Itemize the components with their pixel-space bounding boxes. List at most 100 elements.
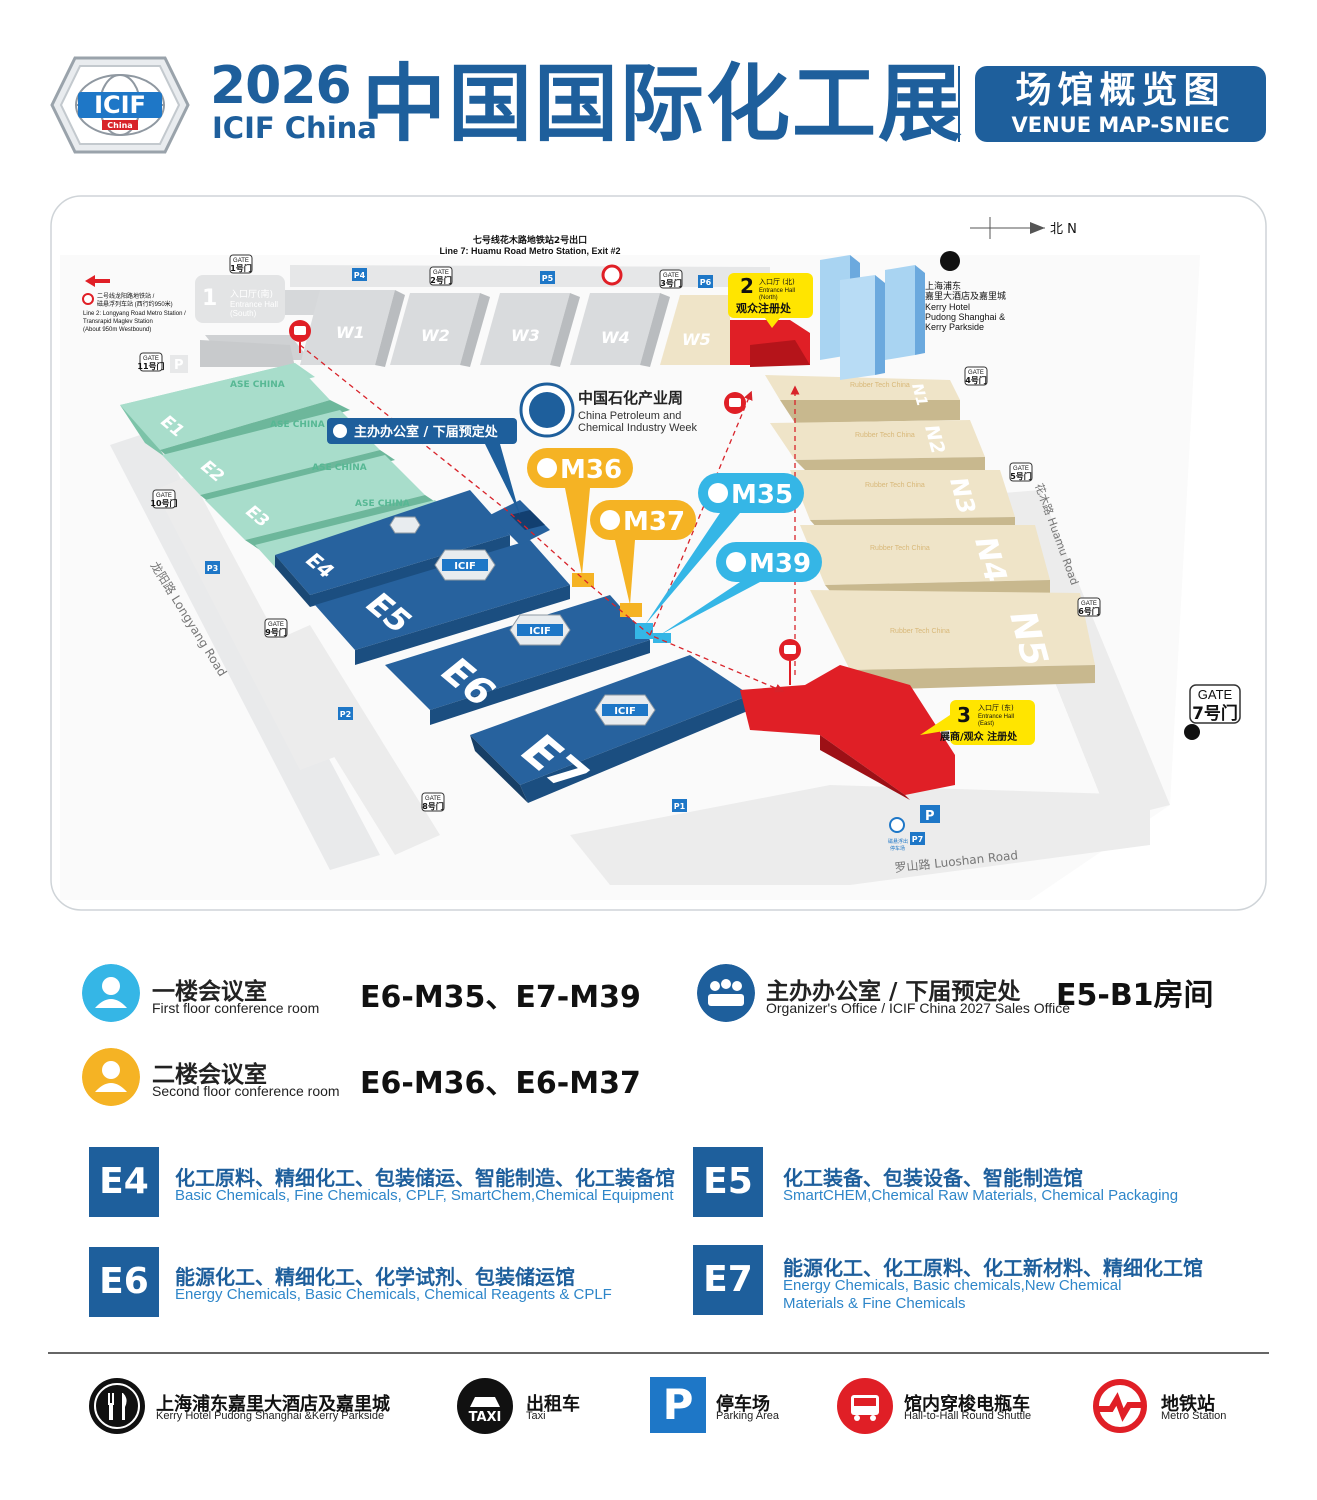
shuttle-pin-icon: [289, 320, 801, 685]
svg-text:W5: W5: [682, 330, 711, 349]
svg-text:P1: P1: [674, 802, 686, 811]
svg-text:GATE: GATE: [968, 370, 984, 376]
svg-text:GATE: GATE: [268, 622, 284, 628]
svg-text:TAXI: TAXI: [469, 1410, 502, 1425]
svg-text:N1: N1: [908, 381, 931, 408]
room-bubble-m35: M35: [645, 473, 804, 625]
badge-en: VENUE MAP-SNIEC: [1011, 113, 1230, 137]
restaurant-icon: [89, 1378, 145, 1434]
svg-text:GATE: GATE: [1013, 466, 1029, 472]
venue-map-svg: W1 W2 W3 W4 W5 1 入口厅(南) Entrance Hall (S…: [50, 195, 1267, 911]
room-bubble-m39: M39: [660, 542, 822, 635]
metro-icon: [601, 264, 623, 286]
svg-text:Entrance Hall: Entrance Hall: [759, 288, 795, 294]
svg-text:(About 950m Westbound): (About 950m Westbound): [83, 327, 151, 333]
parking-p7: P7: [910, 832, 925, 845]
brand-name: ICIF China: [212, 111, 377, 145]
venue-map: W1 W2 W3 W4 W5 1 入口厅(南) Entrance Hall (S…: [50, 195, 1267, 911]
hall-e4-badge: E4: [89, 1147, 159, 1217]
organizer-cn: 主办办公室 / 下届预定处: [766, 979, 1021, 1005]
svg-text:9号门: 9号门: [265, 627, 287, 637]
svg-text:W1: W1: [336, 323, 365, 342]
m37-spot: [620, 603, 642, 617]
logo-text: ICIF: [94, 91, 146, 119]
svg-text:Rubber Tech China: Rubber Tech China: [855, 432, 915, 439]
hall-e6-cn: 能源化工、精细化工、化学试剂、包装储运馆: [175, 1265, 575, 1289]
svg-text:10号门: 10号门: [150, 498, 177, 508]
svg-text:P6: P6: [700, 278, 712, 287]
hall-e7-en-1: Energy Chemicals, Basic chemicals,New Ch…: [783, 1277, 1122, 1294]
svg-text:GATE: GATE: [156, 493, 172, 499]
parking-p4: P4: [352, 268, 367, 281]
icif-hall-badges: ICIF ICIF ICIF: [389, 516, 656, 726]
n-halls: [765, 375, 1095, 690]
parking-icon: P: [650, 1377, 706, 1433]
svg-text:(East): (East): [978, 721, 994, 727]
svg-text:P: P: [174, 358, 184, 373]
svg-text:展商/观众 注册处: 展商/观众 注册处: [940, 730, 1018, 743]
kerry-hotel-towers: [820, 255, 925, 380]
entrance-1-num: 1: [202, 286, 217, 311]
svg-text:W2: W2: [421, 326, 450, 345]
svg-text:P7: P7: [912, 835, 923, 844]
entrance-2-label: [728, 273, 813, 318]
svg-text:GATE: GATE: [663, 273, 679, 279]
svg-text:停车场: 停车场: [890, 845, 905, 852]
taxi-legend-en: Taxi: [526, 1410, 546, 1422]
svg-text:GATE: GATE: [233, 258, 249, 264]
svg-text:2号门: 2号门: [430, 275, 452, 285]
svg-text:GATE: GATE: [425, 796, 441, 802]
svg-text:7号门: 7号门: [1192, 703, 1238, 724]
svg-text:(South): (South): [230, 309, 257, 318]
hall-e4-cn: 化工原料、精细化工、包装储运、智能制造、化工装备馆: [175, 1166, 675, 1190]
svg-text:磁悬浮出: 磁悬浮出: [888, 838, 908, 845]
north-road: [290, 265, 770, 287]
svg-text:ASE CHINA: ASE CHINA: [355, 499, 410, 509]
svg-text:Transrapid Maglev Station: Transrapid Maglev Station: [83, 319, 153, 325]
svg-text:中国石化产业周: 中国石化产业周: [578, 389, 683, 407]
svg-text:M37: M37: [623, 507, 685, 537]
hall-e7-cn: 能源化工、化工原料、化工新材料、精细化工馆: [783, 1256, 1203, 1280]
taxi-icon: TAXI: [457, 1378, 513, 1434]
parking-p6: P6: [698, 275, 713, 288]
svg-text:嘉里大酒店及嘉里城: 嘉里大酒店及嘉里城: [925, 290, 1006, 302]
svg-text:Kerry Hotel: Kerry Hotel: [925, 302, 970, 312]
m35-spot: [635, 623, 653, 639]
svg-text:Chemical Industry Week: Chemical Industry Week: [578, 422, 698, 434]
svg-text:3号门: 3号门: [660, 278, 682, 288]
svg-text:1号门: 1号门: [230, 263, 252, 273]
svg-text:P2: P2: [340, 710, 351, 719]
svg-text:P5: P5: [542, 274, 554, 283]
rubber-marks: Rubber Tech China Rubber Tech China Rubb…: [850, 382, 950, 635]
svg-text:Rubber Tech China: Rubber Tech China: [850, 382, 910, 389]
hall-e6-badge: E6: [89, 1247, 159, 1317]
svg-text:入口厅 (北): 入口厅 (北): [759, 278, 795, 286]
svg-text:Line 7: Huamu Road Metro Stati: Line 7: Huamu Road Metro Station, Exit #…: [439, 246, 620, 256]
svg-text:Rubber Tech China: Rubber Tech China: [870, 545, 930, 552]
svg-text:4号门: 4号门: [965, 375, 987, 385]
svg-text:5号门: 5号门: [1010, 471, 1032, 481]
e-halls-green: [120, 363, 455, 567]
entrance-3-label: [950, 700, 1035, 745]
organizer-callout: [327, 418, 517, 444]
svg-text:ICIF: ICIF: [454, 561, 476, 572]
svg-text:M39: M39: [749, 549, 811, 579]
svg-text:M35: M35: [731, 480, 793, 510]
svg-text:观众注册处: 观众注册处: [736, 301, 792, 315]
parking-p1: P1: [672, 799, 687, 812]
svg-text:Entrance Hall: Entrance Hall: [230, 300, 278, 309]
west-arrow-icon: [85, 275, 95, 287]
second-floor-cn: 二楼会议室: [152, 1062, 267, 1088]
metro-legend-en: Metro Station: [1161, 1410, 1227, 1422]
svg-text:Line 2: Longyang Road Metro St: Line 2: Longyang Road Metro Station /: [83, 311, 186, 317]
svg-text:M36: M36: [560, 455, 622, 485]
